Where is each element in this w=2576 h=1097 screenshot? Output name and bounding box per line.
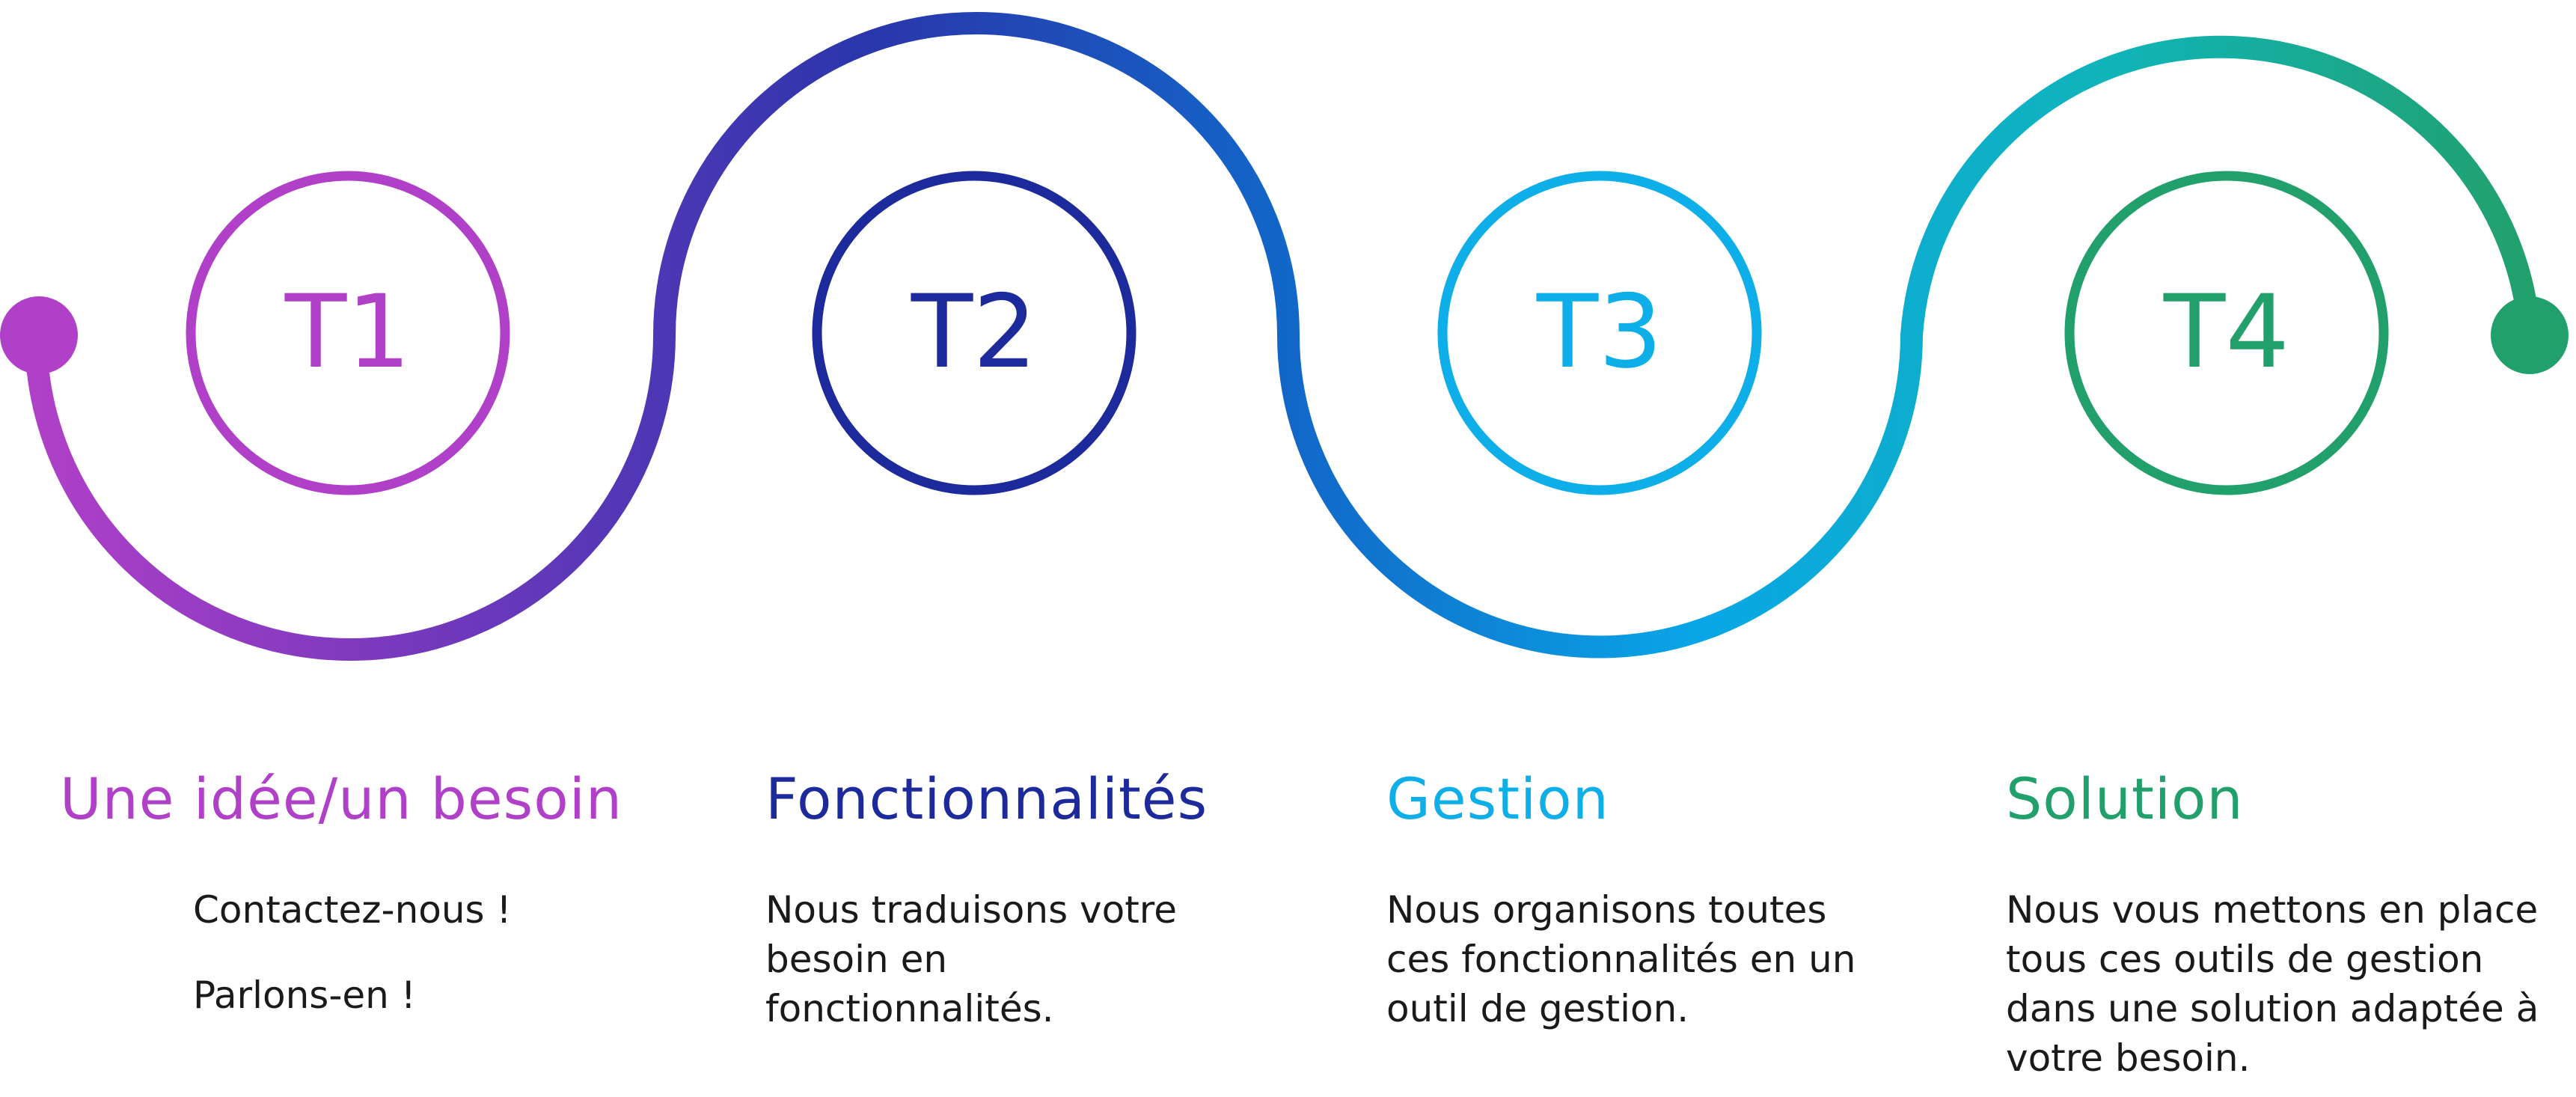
step-4-description: Nous vous mettons en place tous ces outi… xyxy=(2006,885,2560,1083)
step-1-title: Une idée/un besoin xyxy=(60,766,623,832)
step-2-label: T2 xyxy=(911,273,1037,391)
step-1-circle: T1 xyxy=(186,171,510,495)
step-2-line-1: Nous traduisons votre besoin en fonction… xyxy=(765,888,1178,1030)
step-3-circle: T3 xyxy=(1437,171,1762,495)
step-2-circle: T2 xyxy=(812,171,1136,495)
step-1-description: Contactez-nous ! Parlons-en ! xyxy=(193,885,762,1020)
step-1-line-1: Contactez-nous ! xyxy=(193,888,512,932)
step-3-description: Nous organisons toutes ces fonctionnalit… xyxy=(1386,885,1865,1033)
step-4-title: Solution xyxy=(2006,766,2244,832)
step-3-line-1: Nous organisons toutes ces fonctionnalit… xyxy=(1386,888,1856,1030)
step-4-circle: T4 xyxy=(2064,171,2389,495)
step-2-description: Nous traduisons votre besoin en fonction… xyxy=(765,885,1244,1033)
step-3-label: T3 xyxy=(1536,273,1662,391)
step-1-line-2: Parlons-en ! xyxy=(193,974,416,1017)
wave-start-dot xyxy=(0,296,78,374)
wave-connector-line xyxy=(25,12,2541,661)
step-4-label: T4 xyxy=(2163,273,2289,391)
step-2-title: Fonctionnalités xyxy=(765,766,1208,832)
wave-end-dot xyxy=(2491,296,2569,374)
step-3-title: Gestion xyxy=(1386,766,1609,832)
step-1-label: T1 xyxy=(284,273,411,391)
step-4-line-1: Nous vous mettons en place tous ces outi… xyxy=(2006,888,2539,1080)
